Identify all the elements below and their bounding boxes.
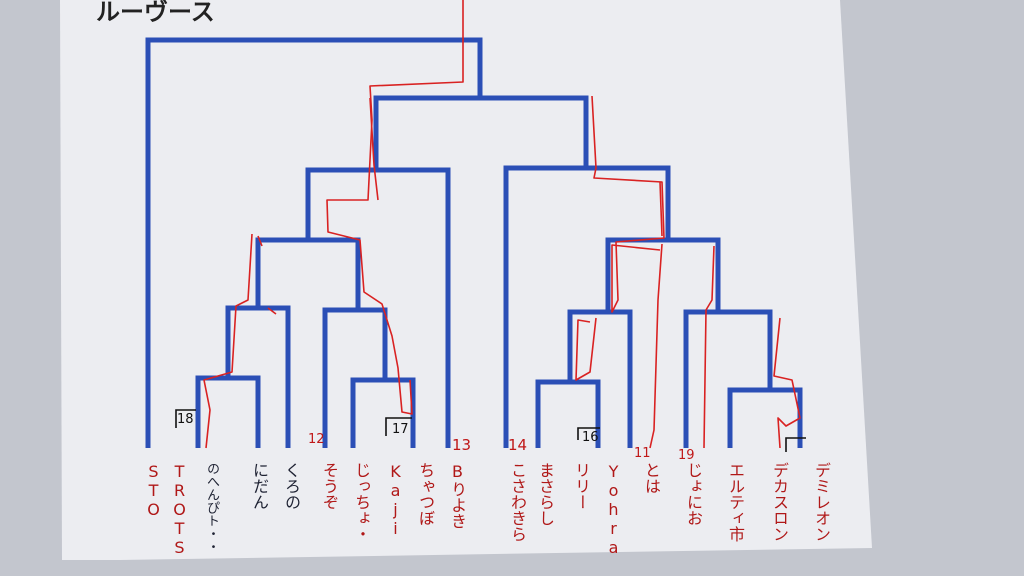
bracket-match <box>322 307 388 448</box>
participant-label: くろの <box>282 462 301 510</box>
seed-marks <box>175 409 806 452</box>
seed-number: 14 <box>508 436 528 454</box>
participant-label: STO <box>144 462 163 519</box>
seed-number: 11 <box>634 446 651 461</box>
participant-label: エルティ市 <box>726 462 745 542</box>
bracket-match <box>727 387 803 448</box>
participant-label: デカスロン <box>770 462 789 542</box>
participant-label: Kaji <box>386 462 405 538</box>
participant-label: じっちょ・ <box>352 462 371 542</box>
bracket-match <box>605 237 721 312</box>
seed-number: 13 <box>452 436 472 454</box>
participant-label: リリー <box>572 462 591 510</box>
seed-number: 12 <box>308 432 325 447</box>
participant-label: Bりよき <box>448 462 467 529</box>
participant-label: にだん <box>250 462 269 510</box>
seed-number: 19 <box>678 448 695 463</box>
bracket-match <box>145 37 483 448</box>
seed-number: 17 <box>392 422 409 437</box>
participant-label: ちゃつぼ <box>416 462 435 526</box>
participant-label: のへんぴト・・ <box>204 462 219 553</box>
winner-path <box>203 0 801 449</box>
seed-number: 18 <box>177 412 194 427</box>
participant-label: デミレオン <box>812 462 831 542</box>
participant-label: まさらし <box>536 462 555 526</box>
participant-label: こさわきら <box>508 462 527 542</box>
seed-number: 16 <box>582 430 599 445</box>
bracket-match <box>683 309 773 448</box>
participant-label: TROTS <box>170 462 189 557</box>
page-heading: ルーヴース <box>96 0 215 26</box>
participant-label: とは <box>642 462 661 494</box>
tournament-bracket <box>145 37 803 448</box>
participant-label: Yohra <box>604 462 623 557</box>
participant-label: じょにお <box>684 462 703 526</box>
participant-label: そうぞ <box>320 462 339 510</box>
bracket-match <box>567 309 633 448</box>
paper-sheet <box>60 0 872 560</box>
